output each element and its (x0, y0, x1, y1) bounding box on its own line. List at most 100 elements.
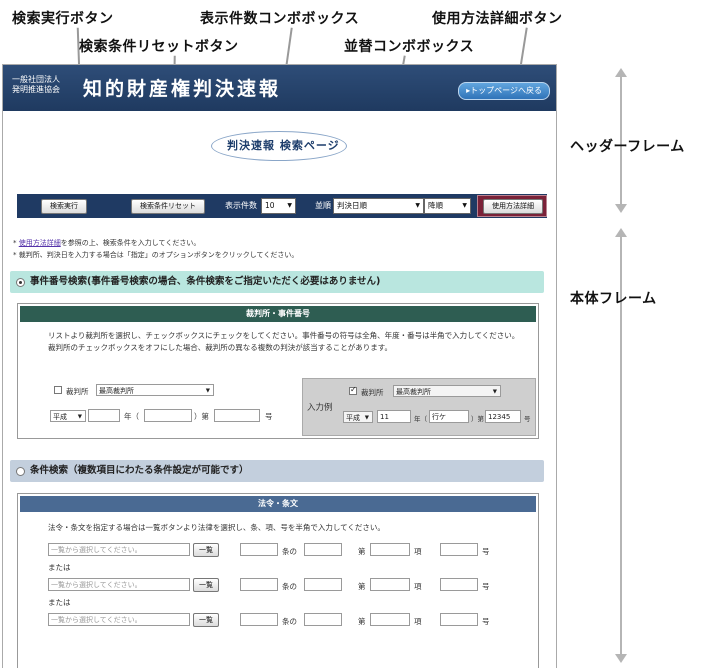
gou-label-2: 号 (482, 582, 490, 591)
header-frame-label: ヘッダーフレーム (570, 139, 685, 155)
reset-button[interactable]: 検索条件リセット (131, 199, 205, 214)
branch-input-3[interactable] (304, 613, 342, 626)
kou-label-1: 項 (414, 547, 422, 556)
search-exec-button[interactable]: 検索実行 (41, 199, 87, 214)
case-search-title: 事件番号検索(事件番号検索の場合、条件検索をご指定いただく必要はありません) (30, 276, 381, 287)
callout-reset-button: 検索条件リセットボタン (79, 39, 239, 55)
example-suffix: 号 (524, 415, 531, 423)
example-label: 入力例 (307, 403, 333, 413)
kou-label-3: 項 (414, 617, 422, 626)
header-frame-arrow-line (620, 76, 622, 204)
condition-panel-title: 法令・条文 (20, 496, 536, 512)
jou-no-label-2: 条の (282, 582, 297, 591)
header-frame-arrow-bottom (615, 204, 627, 213)
article-input-3[interactable] (240, 613, 278, 626)
dropdown-arrow-icon: ▼ (364, 415, 369, 421)
item-input-3[interactable] (440, 613, 478, 626)
callout-count-combo: 表示件数コンボボックス (200, 11, 360, 27)
help-link[interactable]: 使用方法詳細 (18, 239, 61, 247)
article-input-1[interactable] (240, 543, 278, 556)
law-input-2[interactable]: 一覧から選択してください。 (48, 578, 190, 591)
org-line-1: 一般社団法人 (12, 75, 60, 84)
example-number: 12345 (485, 410, 521, 423)
condition-desc: 法令・条文を指定する場合は一覧ボタンより法律を選択し、条、項、号を半角で入力して… (48, 523, 385, 532)
list-button-1[interactable]: 一覧 (193, 543, 219, 557)
or-label-2: または (48, 598, 71, 607)
case-desc-1: リストより裁判所を選択し、チェックボックスにチェックをしてください。事件番号の符… (48, 331, 520, 340)
case-panel-title: 裁判所・事件番号 (20, 306, 536, 322)
count-value: 10 (265, 201, 275, 210)
dropdown-arrow-icon: ▼ (205, 388, 210, 394)
example-court-value: 最高裁判所 (396, 388, 431, 396)
court-label: 裁判所 (66, 387, 89, 396)
case-search-radio[interactable] (16, 278, 25, 287)
example-era-select: 平成 ▼ (343, 411, 373, 423)
body-frame-label: 本体フレーム (570, 291, 657, 307)
case-number-input[interactable] (214, 409, 260, 422)
item-input-1[interactable] (440, 543, 478, 556)
court-select[interactable]: 最高裁判所 ▼ (96, 384, 214, 396)
search-page-screenshot: 一般社団法人 発明推進協会 知的財産権判決速報 ▸トップページへ戻る 判決速報 … (2, 64, 557, 668)
dai-label-1: 第 (358, 547, 366, 556)
item-input-2[interactable] (440, 578, 478, 591)
paragraph-input-1[interactable] (370, 543, 410, 556)
back-to-top-button[interactable]: ▸トップページへ戻る (458, 82, 550, 100)
paragraph-input-2[interactable] (370, 578, 410, 591)
era-select[interactable]: 平成▼ (50, 410, 86, 422)
sort-label: 並順 (315, 201, 331, 210)
gou-label-1: 号 (482, 547, 490, 556)
site-title: 知的財産権判決速報 (83, 78, 282, 100)
sort-combo[interactable]: 判決日順▼ (333, 198, 424, 214)
case-search-bar[interactable]: 事件番号検索(事件番号検索の場合、条件検索をご指定いただく必要はありません) (10, 271, 544, 293)
year-input[interactable] (88, 409, 120, 422)
order-combo[interactable]: 降順▼ (424, 198, 471, 214)
case-symbol-input[interactable] (144, 409, 192, 422)
callout-search-exec-button: 検索実行ボタン (12, 11, 114, 27)
example-court-label: 裁判所 (361, 388, 384, 397)
court-checkbox[interactable] (54, 386, 62, 394)
paragraph-input-3[interactable] (370, 613, 410, 626)
case-paren-close: ）第 (194, 412, 209, 421)
search-toolbar: 検索実行 検索条件リセット 表示件数 10▼ 並順 判決日順▼ 降順▼ 使用方法… (17, 194, 547, 218)
case-number-suffix: 号 (265, 412, 273, 421)
branch-input-1[interactable] (304, 543, 342, 556)
body-frame-arrow-line (620, 236, 622, 654)
kou-label-2: 項 (414, 582, 422, 591)
gou-label-3: 号 (482, 617, 490, 626)
org-line-2: 発明推進協会 (12, 85, 60, 94)
site-banner: 一般社団法人 発明推進協会 知的財産権判決速報 ▸トップページへ戻る (3, 65, 556, 111)
condition-search-radio[interactable] (16, 467, 25, 476)
callout-sort-combo: 並替コンボボックス (344, 39, 475, 55)
back-to-top-label: トップページへ戻る (470, 86, 542, 95)
law-input-1[interactable]: 一覧から選択してください。 (48, 543, 190, 556)
list-button-3[interactable]: 一覧 (193, 613, 219, 627)
example-court-checkbox (349, 385, 357, 395)
org-name: 一般社団法人 発明推進協会 (12, 75, 60, 95)
help-detail-button[interactable]: 使用方法詳細 (483, 199, 543, 214)
or-label-1: または (48, 563, 71, 572)
court-value: 最高裁判所 (99, 387, 134, 395)
example-year-label: 年（ (414, 415, 427, 423)
case-desc-2: 裁判所のチェックボックスをオフにした場合、裁判所の異なる複数の判決が該当すること… (48, 343, 393, 352)
note-line-1-text: を参照の上、検索条件を入力してください。 (60, 239, 201, 247)
dropdown-arrow-icon: ▼ (415, 202, 420, 209)
example-court-select: 最高裁判所▼ (393, 385, 501, 397)
branch-input-2[interactable] (304, 578, 342, 591)
condition-search-title: 条件検索（複数項目にわたる条件設定が可能です） (30, 465, 249, 476)
example-era-value: 平成 (346, 414, 360, 422)
example-symbol: 行ケ (429, 410, 469, 423)
count-combo[interactable]: 10 ▼ (261, 198, 296, 214)
year-label: 年（ (124, 412, 139, 421)
condition-search-bar[interactable]: 条件検索（複数項目にわたる条件設定が可能です） (10, 460, 544, 482)
header-frame-arrow-top (615, 68, 627, 77)
body-frame-arrow-top (615, 228, 627, 237)
case-panel: 裁判所・事件番号 リストより裁判所を選択し、チェックボックスにチェックをしてくだ… (17, 303, 539, 439)
law-input-3[interactable]: 一覧から選択してください。 (48, 613, 190, 626)
jou-no-label-1: 条の (282, 547, 297, 556)
dropdown-arrow-icon: ▼ (287, 202, 292, 209)
body-frame-arrow-bottom (615, 654, 627, 663)
article-input-2[interactable] (240, 578, 278, 591)
example-box: 入力例 裁判所 最高裁判所▼ 平成▼ 11 年（ 行ケ ）第 12345 号 (302, 378, 536, 436)
jou-no-label-3: 条の (282, 617, 297, 626)
list-button-2[interactable]: 一覧 (193, 578, 219, 592)
